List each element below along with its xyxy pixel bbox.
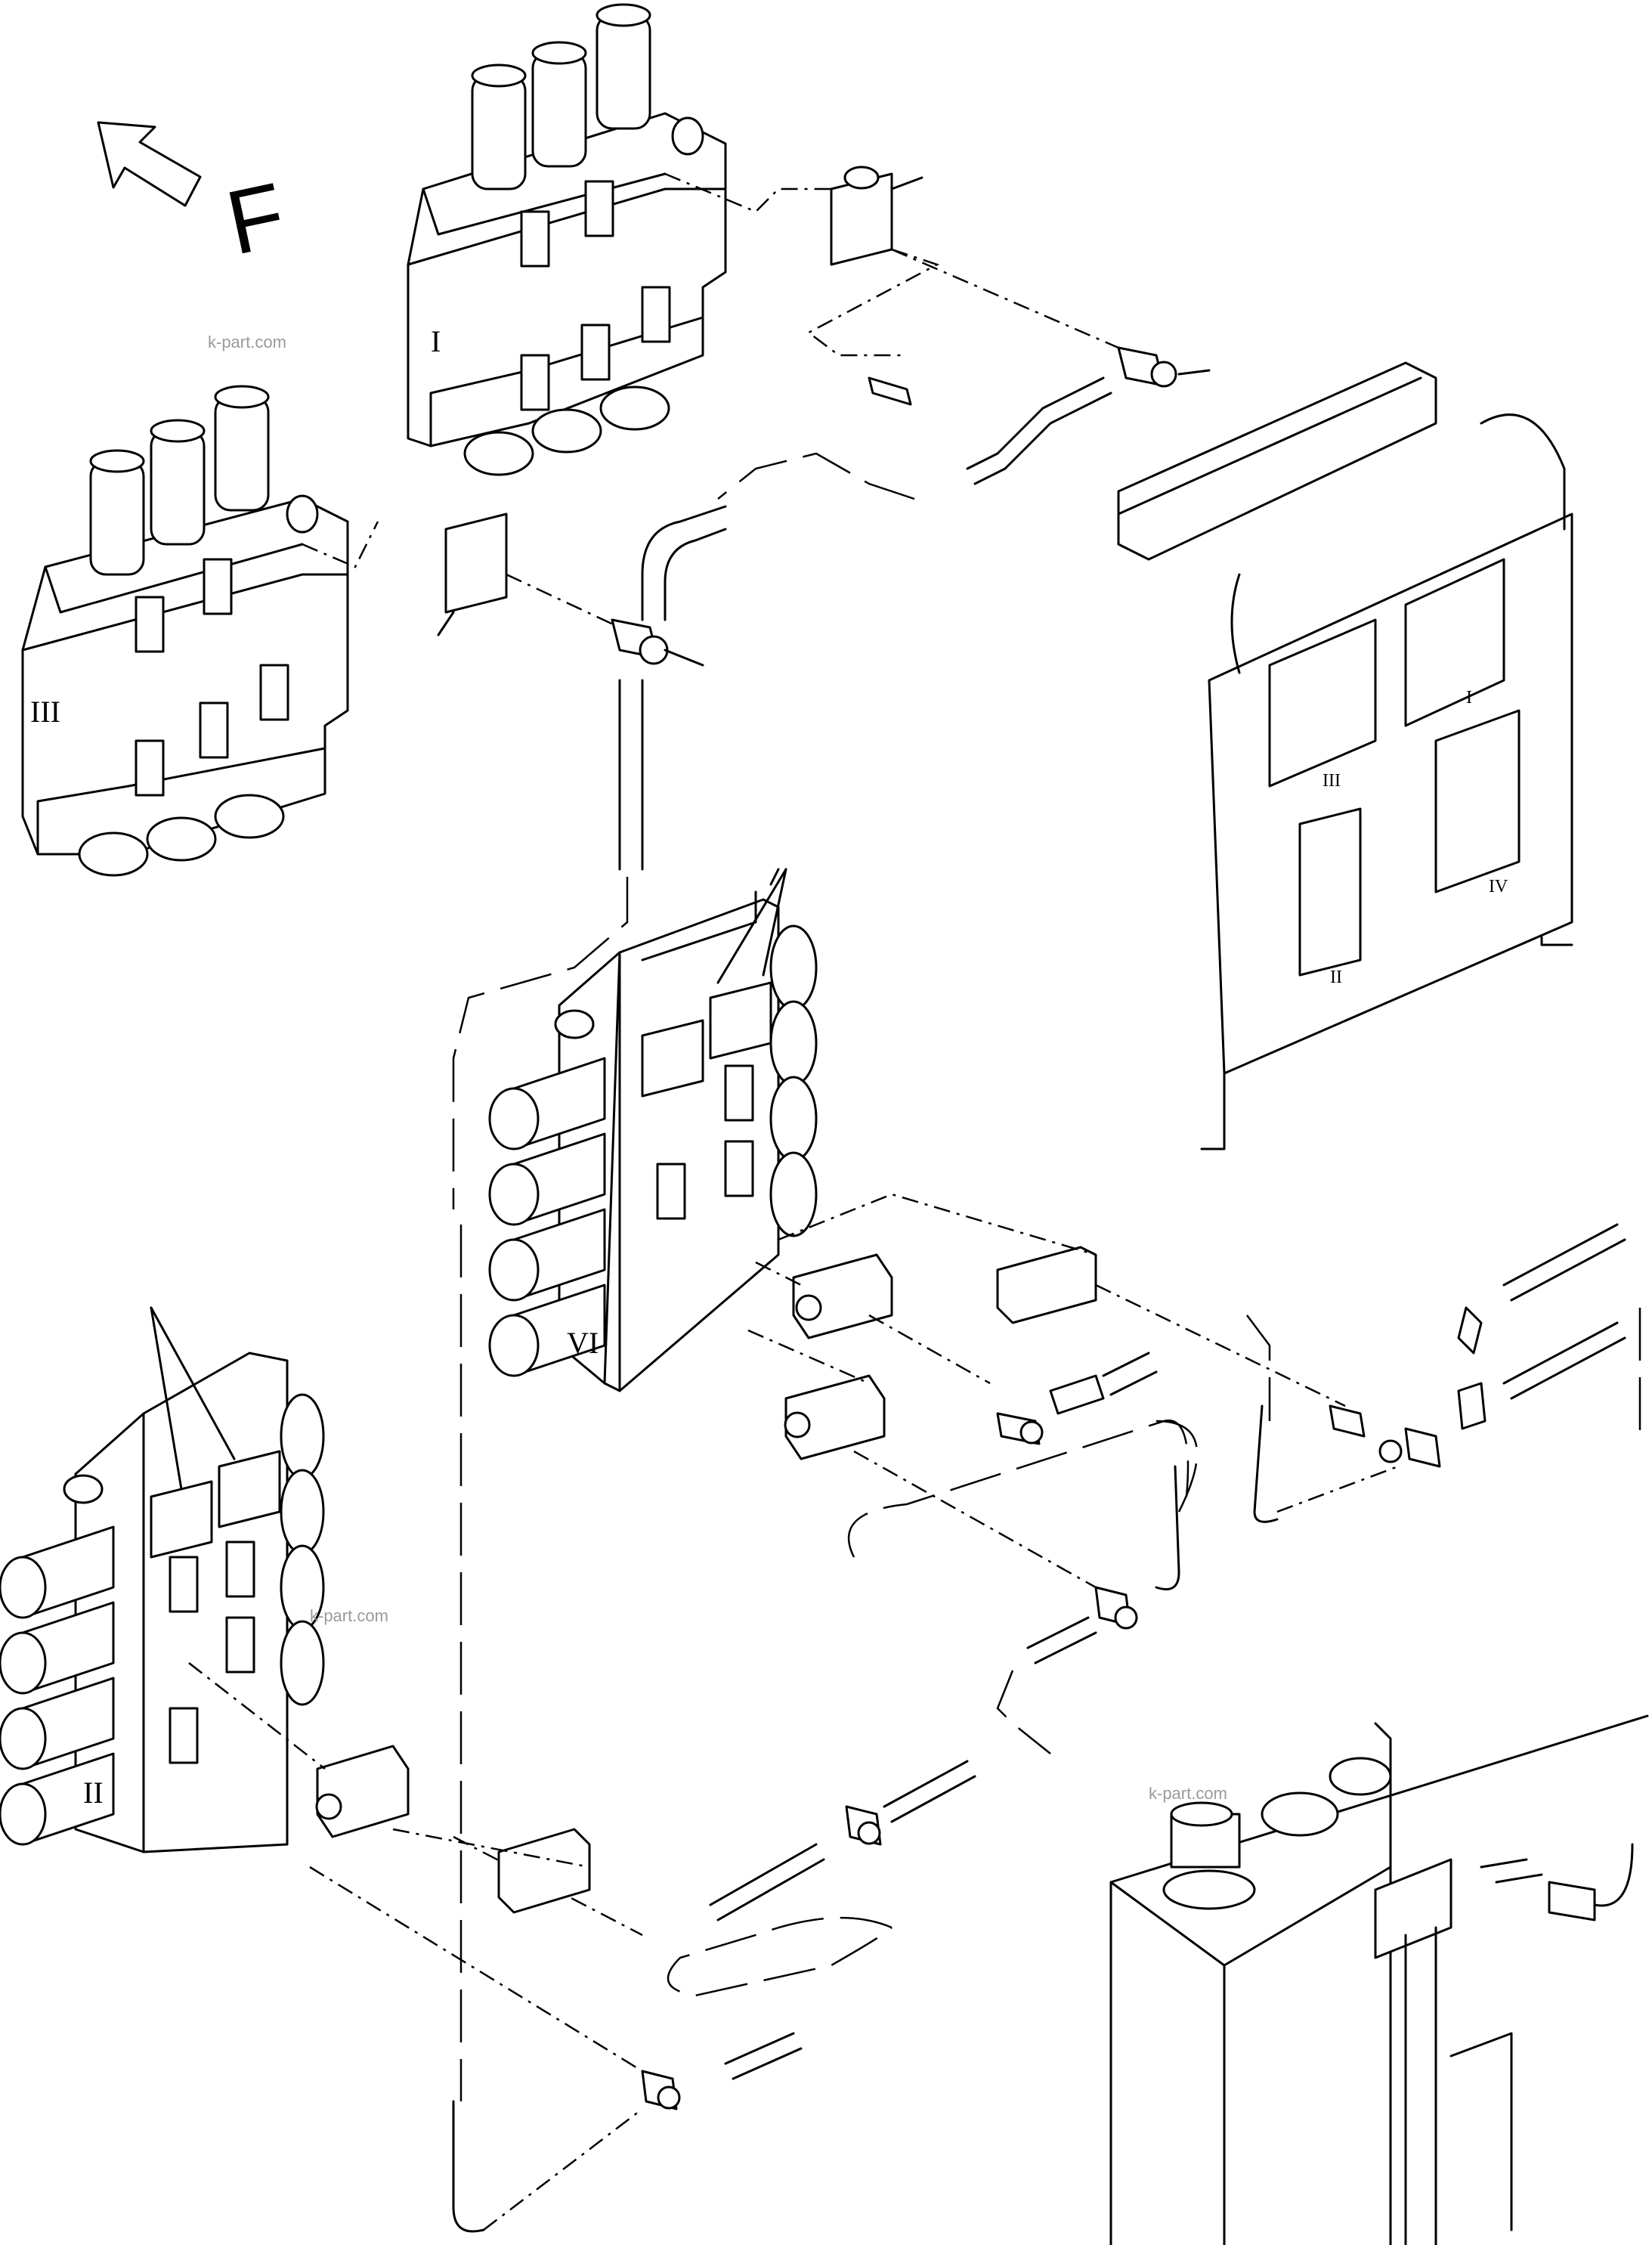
valve-label-vi: VI [567, 1326, 599, 1360]
tee-fitting-upper[interactable] [611, 618, 704, 667]
valve-bank-iii[interactable]: III [21, 385, 349, 877]
watermark-3: k-part.com [1149, 1784, 1227, 1803]
watermark-1: k-part.com [208, 333, 286, 351]
valve-block-top[interactable] [830, 166, 923, 266]
valve-label-iii: III [30, 695, 60, 729]
tank-fitting[interactable] [1548, 1881, 1596, 1921]
valve-block-ii-a[interactable] [315, 1745, 410, 1838]
tee-fitting-right[interactable] [1329, 1382, 1486, 1468]
tee-fitting-lower[interactable] [1094, 1586, 1138, 1630]
frame-label-i: I [1466, 688, 1472, 708]
elbow-fitting-right[interactable] [1457, 1306, 1483, 1355]
valve-block-ii-b[interactable] [497, 1828, 591, 1914]
valve-bank-ii[interactable]: II [0, 1352, 325, 1853]
direction-label: F [218, 163, 294, 274]
tee-fitting-bottom[interactable] [845, 1805, 882, 1846]
valve-block-vi-b[interactable] [996, 1246, 1097, 1324]
valve-label-i: I [431, 324, 441, 358]
hose-fitting-mid[interactable] [1049, 1374, 1105, 1415]
valve-block-vi-a[interactable] [792, 1253, 893, 1339]
valve-block-vi-c[interactable] [784, 1374, 886, 1460]
valve-block-left[interactable] [437, 512, 508, 636]
valve-frame-overview: III I II IV [1117, 361, 1573, 1150]
hydraulic-tank [1109, 1714, 1649, 2245]
valve-bank-i[interactable]: I [407, 3, 727, 476]
watermark-2: k-part.com [310, 1606, 388, 1625]
frame-label-iii: III [1323, 771, 1341, 791]
forward-arrow-icon [97, 121, 202, 207]
valve-label-ii: II [83, 1776, 104, 1810]
elbow-fitting-top[interactable] [1117, 346, 1211, 388]
frame-label-ii: II [1330, 968, 1342, 987]
tee-fitting-mid[interactable] [996, 1412, 1044, 1445]
tee-fitting-bottom-left[interactable] [641, 2070, 681, 2110]
valve-bank-vi[interactable]: VI [488, 890, 818, 1392]
frame-label-iv: IV [1489, 877, 1508, 896]
bolt-icon [868, 376, 912, 406]
